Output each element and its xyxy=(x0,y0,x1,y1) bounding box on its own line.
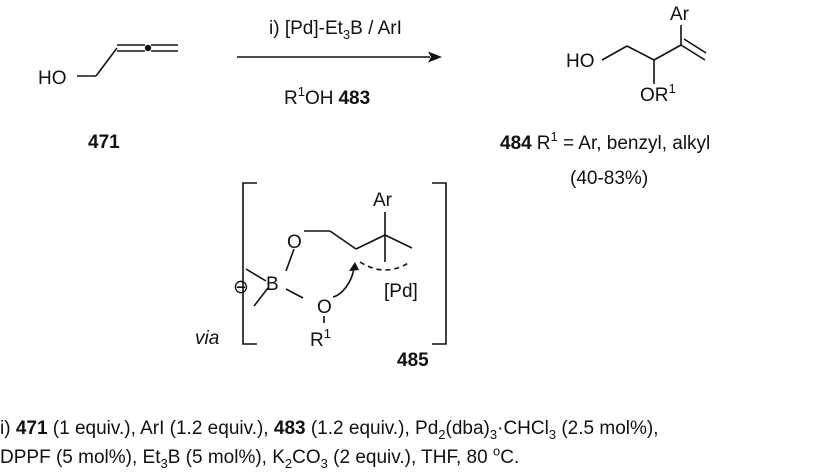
compound-484 xyxy=(601,25,707,84)
electron-arrow xyxy=(332,267,355,298)
bond xyxy=(285,288,304,299)
bond xyxy=(680,44,706,61)
bond xyxy=(384,234,413,249)
c484-ar-label: Ar xyxy=(670,4,690,25)
allyl-dashed-arc xyxy=(359,261,411,271)
bond xyxy=(253,287,269,307)
reagent-line-1: i) [Pd]-Et3B / ArI xyxy=(269,18,402,42)
compound-471 xyxy=(77,44,178,77)
bond xyxy=(355,234,386,250)
bond xyxy=(683,38,707,54)
c484-ho-label: HO xyxy=(566,51,595,72)
conditions-line-2: DPPF (5 mol%), Et3B (5 mol%), K2CO3 (2 e… xyxy=(0,443,520,471)
bond xyxy=(285,248,295,272)
c485-minus-charge: ⊖ xyxy=(233,277,249,298)
reaction-arrow xyxy=(237,51,442,63)
c471-ho-label: HO xyxy=(38,68,67,89)
bond xyxy=(601,45,628,61)
bond xyxy=(626,45,655,61)
c485-number: 485 xyxy=(397,350,429,371)
compound-485 xyxy=(245,212,413,323)
c484-yield: (40-83%) xyxy=(570,168,648,189)
c485-o1-label: O xyxy=(287,232,302,253)
c485-o2-label: O xyxy=(317,297,332,318)
c485-pd-label: [Pd] xyxy=(384,281,418,302)
c484-or-label: OR1 xyxy=(640,81,676,106)
allene-center-dot xyxy=(144,44,152,52)
bracket-left xyxy=(242,182,257,345)
c485-b-label: B xyxy=(266,274,279,295)
bond xyxy=(653,44,682,61)
c471-number: 471 xyxy=(88,132,120,153)
conditions-line-1: i) 471 (1 equiv.), ArI (1.2 equiv.), 483… xyxy=(0,418,659,442)
bond xyxy=(95,47,118,77)
bond xyxy=(329,230,357,250)
c485-ar-label: Ar xyxy=(373,190,393,211)
via-label: via xyxy=(195,328,219,349)
bracket-right xyxy=(432,182,447,345)
c485-r-label: R1 xyxy=(310,326,331,351)
bond xyxy=(245,268,267,282)
electron-arrow-head xyxy=(349,262,359,271)
